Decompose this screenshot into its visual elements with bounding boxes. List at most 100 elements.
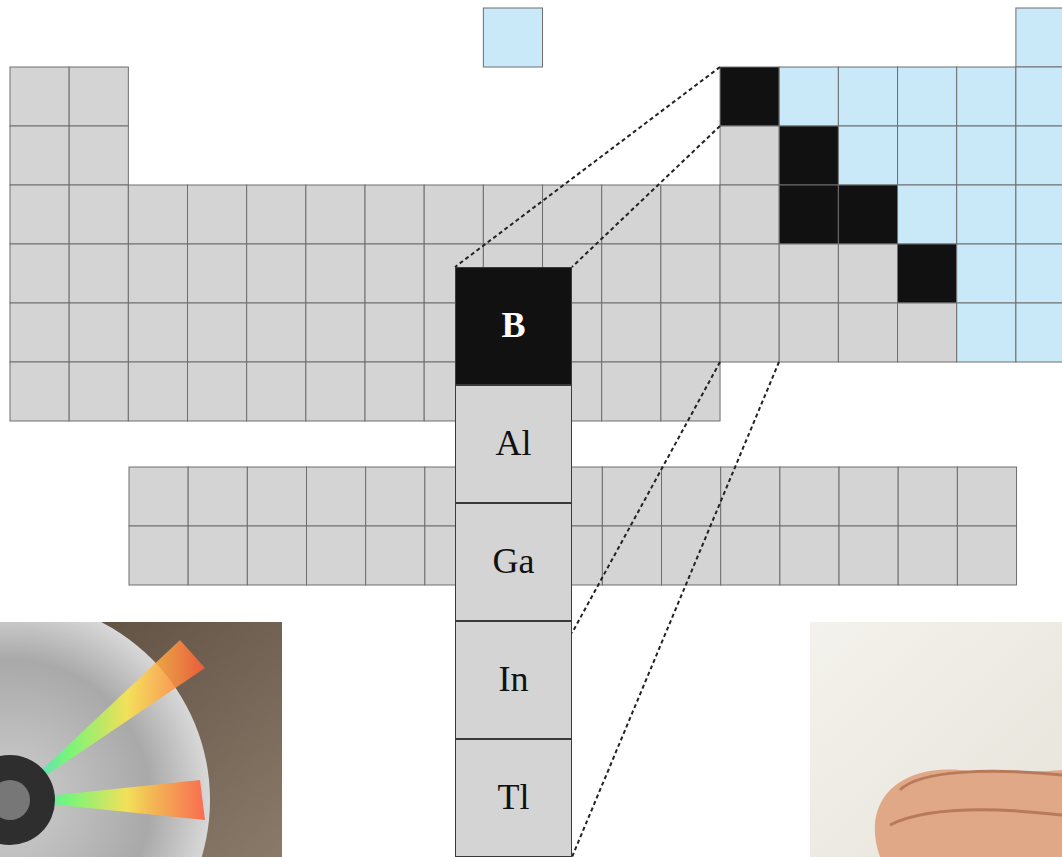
- element-cell: [188, 303, 247, 362]
- zoom-line: [572, 362, 720, 633]
- element-symbol: Ga: [493, 542, 535, 582]
- element-cell: [779, 244, 838, 303]
- element-cell: [10, 362, 69, 421]
- element-cell: [898, 126, 957, 185]
- element-cell: [424, 185, 483, 244]
- element-cell: [306, 362, 365, 421]
- element-cell: [247, 362, 306, 421]
- element-cell: [838, 303, 897, 362]
- element-cell: [69, 185, 128, 244]
- element-cell: [898, 244, 957, 303]
- zoom-line: [572, 362, 779, 857]
- element-cell: [69, 303, 128, 362]
- element-cell: [10, 244, 69, 303]
- element-cell: [129, 467, 188, 526]
- element-cell: [128, 303, 187, 362]
- element-cell: [128, 244, 187, 303]
- element-cell: [898, 185, 957, 244]
- element-cell: [306, 244, 365, 303]
- cd-disc: [0, 622, 210, 857]
- element-symbol: Tl: [498, 778, 530, 818]
- finger-crease: [890, 810, 1062, 825]
- element-cell: [661, 185, 720, 244]
- element-cell: [661, 303, 720, 362]
- element-cell: [128, 362, 187, 421]
- hand-photo: [810, 622, 1062, 857]
- element-cell: [838, 67, 897, 126]
- element-cell: [1016, 8, 1062, 67]
- element-cell: [188, 362, 247, 421]
- element-cell: [365, 362, 424, 421]
- element-symbol: In: [499, 660, 529, 700]
- element-cell: [661, 362, 720, 421]
- element-cell: [838, 126, 897, 185]
- element-cell: [307, 467, 366, 526]
- element-cell: [957, 67, 1016, 126]
- element-cell: [779, 126, 838, 185]
- element-cell: [69, 362, 128, 421]
- element-cell: [69, 126, 128, 185]
- element-cell: [720, 303, 779, 362]
- element-cell: [661, 244, 720, 303]
- element-cell: [602, 467, 661, 526]
- periodic-grid: [10, 8, 1062, 585]
- photo-ground: [810, 622, 1062, 857]
- element-cell: [10, 185, 69, 244]
- element-cell: [188, 244, 247, 303]
- element-cell: [366, 526, 425, 585]
- element-box: In: [455, 621, 572, 739]
- element-cell: [247, 526, 306, 585]
- element-cell: [247, 244, 306, 303]
- element-cell: [720, 67, 779, 126]
- element-cell: [366, 467, 425, 526]
- element-cell: [10, 303, 69, 362]
- element-cell: [1016, 244, 1062, 303]
- element-cell: [365, 185, 424, 244]
- element-cell: [306, 303, 365, 362]
- element-symbol: B: [501, 306, 525, 346]
- hand-palm: [875, 770, 1062, 857]
- element-cell: [957, 303, 1016, 362]
- element-cell: [1016, 303, 1062, 362]
- element-cell: [898, 67, 957, 126]
- element-cell: [898, 303, 957, 362]
- element-cell: [838, 244, 897, 303]
- element-cell: [129, 526, 188, 585]
- element-cell: [720, 185, 779, 244]
- element-cell: [306, 185, 365, 244]
- element-cell: [10, 67, 69, 126]
- element-cell: [602, 526, 661, 585]
- element-cell: [10, 126, 69, 185]
- element-cell: [898, 526, 957, 585]
- element-cell: [307, 526, 366, 585]
- element-cell: [779, 185, 838, 244]
- element-cell: [662, 526, 721, 585]
- element-cell: [721, 526, 780, 585]
- element-cell: [128, 185, 187, 244]
- element-cell: [69, 67, 128, 126]
- element-cell: [720, 244, 779, 303]
- element-cell: [602, 362, 661, 421]
- element-cell: [898, 467, 957, 526]
- element-cell: [957, 185, 1016, 244]
- element-box: Tl: [455, 739, 572, 857]
- element-cell: [662, 467, 721, 526]
- element-cell: [1016, 185, 1062, 244]
- element-cell: [69, 244, 128, 303]
- element-cell: [602, 244, 661, 303]
- element-cell: [247, 467, 306, 526]
- element-cell: [602, 303, 661, 362]
- element-cell: [780, 467, 839, 526]
- element-cell: [188, 526, 247, 585]
- zoom-lines: [455, 67, 779, 857]
- element-box: Ga: [455, 503, 572, 621]
- element-cell: [602, 185, 661, 244]
- element-cell: [957, 467, 1016, 526]
- zoom-line: [572, 126, 720, 267]
- element-cell: [1016, 126, 1062, 185]
- element-cell: [247, 303, 306, 362]
- element-cell: [957, 126, 1016, 185]
- element-cell: [957, 526, 1016, 585]
